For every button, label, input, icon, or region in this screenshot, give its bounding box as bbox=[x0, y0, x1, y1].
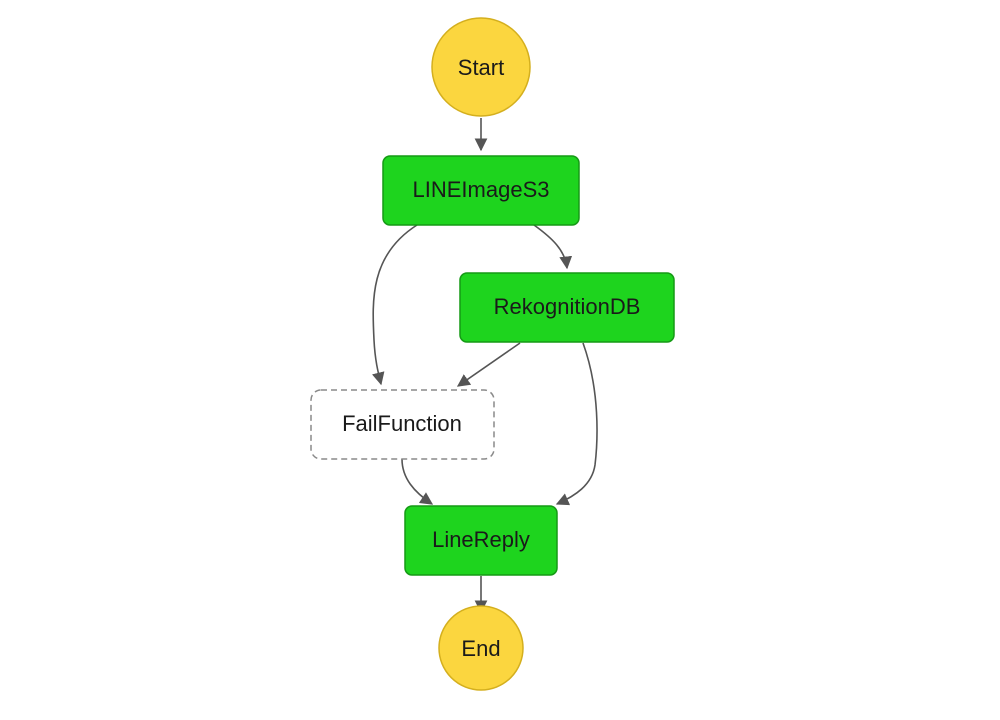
node-lineimages3[interactable]: LINEImageS3 bbox=[382, 155, 580, 226]
end-circle bbox=[438, 605, 524, 691]
failfunction-box bbox=[310, 389, 495, 460]
node-rekognitiondb-label: RekognitionDB bbox=[494, 294, 641, 319]
edges bbox=[371, 118, 598, 614]
rekognitiondb-box bbox=[459, 272, 675, 343]
edge-rekognitiondb-to-failfunction bbox=[456, 342, 521, 387]
node-failfunction[interactable]: FailFunction bbox=[310, 389, 495, 460]
lineimages3-box bbox=[382, 155, 580, 226]
node-lineimages3-label: LINEImageS3 bbox=[413, 177, 550, 202]
nodes: Start LINEImageS3 RekognitionDB FailFunc… bbox=[310, 17, 675, 691]
edge-failfunction-to-linereply bbox=[401, 458, 434, 505]
node-failfunction-label: FailFunction bbox=[342, 411, 462, 436]
linereply-box bbox=[404, 505, 558, 576]
edge-lineimages3-to-rekognitiondb bbox=[533, 224, 573, 270]
node-start-label: Start bbox=[458, 55, 504, 80]
node-linereply[interactable]: LineReply bbox=[404, 505, 558, 576]
start-circle bbox=[431, 17, 531, 117]
edge-rekognitiondb-to-linereply bbox=[555, 342, 598, 506]
node-linereply-label: LineReply bbox=[432, 527, 530, 552]
node-rekognitiondb[interactable]: RekognitionDB bbox=[459, 272, 675, 343]
node-start[interactable]: Start bbox=[431, 17, 531, 117]
node-end[interactable]: End bbox=[438, 605, 524, 691]
edge-lineimages3-to-failfunction bbox=[371, 224, 418, 386]
node-end-label: End bbox=[461, 636, 500, 661]
